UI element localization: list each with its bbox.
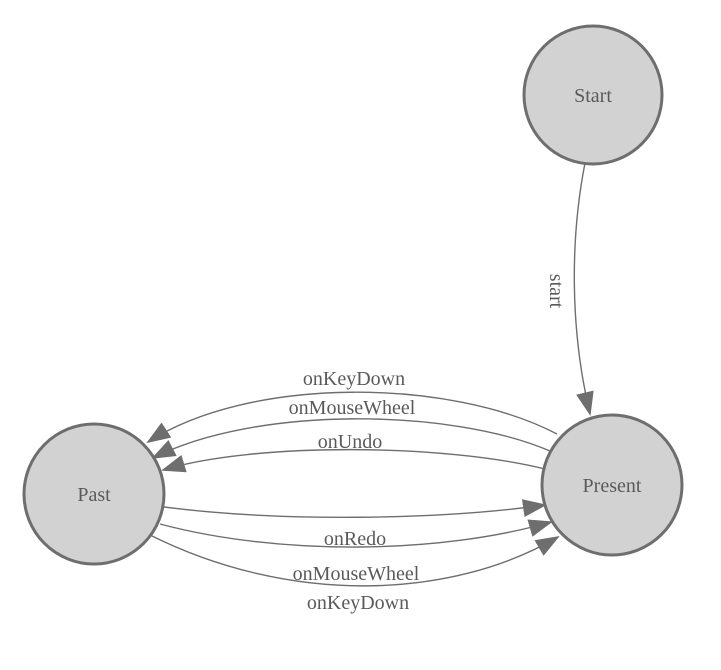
state-node-present-circle: [540, 413, 684, 557]
edge-past-to-present-onkeydown: [149, 534, 560, 587]
edge-label-onmousewheel-bottom: onMouseWheel: [293, 563, 420, 585]
edge-label-onredo: onRedo: [324, 528, 386, 550]
edge-label-start: start: [545, 274, 567, 309]
edge-start-to-present: [573, 162, 594, 416]
edge-label-onkeydown-top: onKeyDown: [303, 368, 405, 390]
state-node-present: Present: [540, 413, 684, 557]
edge-past-to-present-onmousewheel: [159, 519, 553, 548]
edge-present-to-past-onkeydown: [146, 391, 558, 444]
state-node-start-circle: [522, 24, 664, 166]
edge-past-to-present-onredo: [163, 499, 547, 518]
state-node-present-label: Present: [583, 475, 642, 497]
edge-present-to-past-onmousewheel: [151, 418, 551, 459]
edge-label-onkeydown-bottom: onKeyDown: [307, 592, 409, 614]
state-node-start: Start: [522, 24, 664, 166]
edge-present-to-past-onundo: [161, 448, 546, 473]
state-node-start-label: Start: [574, 85, 612, 107]
state-node-past-label: Past: [77, 484, 111, 506]
edge-label-onmousewheel-top: onMouseWheel: [289, 397, 416, 419]
state-node-past: Past: [22, 422, 166, 566]
edge-label-onundo: onUndo: [318, 431, 382, 453]
state-node-past-circle: [22, 422, 166, 566]
